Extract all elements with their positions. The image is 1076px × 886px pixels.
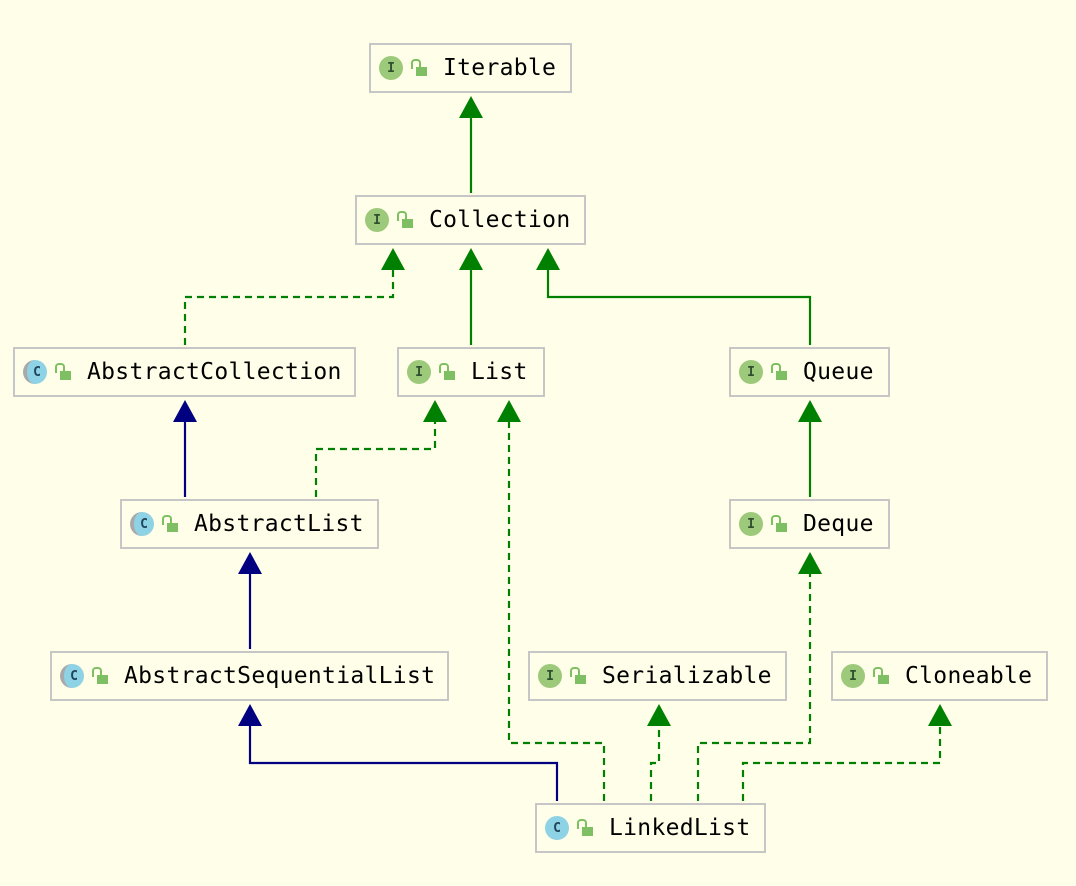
node-serializable[interactable]: I Serializable xyxy=(528,651,787,701)
node-list[interactable]: I List xyxy=(397,347,545,397)
arrowhead xyxy=(173,400,197,422)
node-label: AbstractList xyxy=(194,511,364,537)
arrowhead xyxy=(798,400,822,422)
public-lock-icon xyxy=(570,667,588,685)
edge-queue-to-collection xyxy=(546,266,812,345)
node-label: Collection xyxy=(429,207,571,233)
public-lock-icon xyxy=(577,819,595,837)
node-label: Cloneable xyxy=(905,663,1033,689)
interface-icon: I xyxy=(739,360,763,384)
node-label: LinkedList xyxy=(609,815,751,841)
public-lock-icon xyxy=(771,363,789,381)
node-label: List xyxy=(471,359,528,385)
class-icon: C xyxy=(545,816,569,840)
arrowhead xyxy=(497,400,521,422)
arrowhead xyxy=(647,704,671,726)
node-label: AbstractCollection xyxy=(87,359,342,385)
node-collection[interactable]: I Collection xyxy=(355,195,586,245)
node-linked-list[interactable]: C LinkedList xyxy=(535,803,766,853)
arrowhead xyxy=(238,552,262,574)
arrowhead xyxy=(798,552,822,574)
public-lock-icon xyxy=(55,363,73,381)
public-lock-icon xyxy=(439,363,457,381)
arrowhead xyxy=(381,248,405,270)
public-lock-icon xyxy=(771,515,789,533)
edge-linked_list-to-deque xyxy=(696,570,812,801)
arrowhead xyxy=(238,704,262,726)
node-abstract-sequential-list[interactable]: C AbstractSequentialList xyxy=(50,651,449,701)
node-label: Iterable xyxy=(443,55,557,81)
node-label: Queue xyxy=(803,359,874,385)
interface-icon: I xyxy=(379,56,403,80)
edge-abstract_collection-to-collection xyxy=(183,266,395,345)
edge-linked_list-to-cloneable xyxy=(741,722,942,801)
arrowhead xyxy=(459,96,483,118)
abstract-class-icon: C xyxy=(60,664,84,688)
node-queue[interactable]: I Queue xyxy=(729,347,890,397)
public-lock-icon xyxy=(92,667,110,685)
node-label: Serializable xyxy=(602,663,772,689)
interface-icon: I xyxy=(407,360,431,384)
node-abstract-collection[interactable]: C AbstractCollection xyxy=(13,347,356,397)
node-deque[interactable]: I Deque xyxy=(729,499,890,549)
edge-linked_list-to-abstract_sequential_list xyxy=(248,722,559,801)
interface-icon: I xyxy=(739,512,763,536)
public-lock-icon xyxy=(873,667,891,685)
public-lock-icon xyxy=(411,59,429,77)
node-label: AbstractSequentialList xyxy=(124,663,436,689)
interface-icon: I xyxy=(365,208,389,232)
abstract-class-icon: C xyxy=(130,512,154,536)
arrowhead xyxy=(536,248,560,270)
interface-icon: I xyxy=(538,664,562,688)
edge-linked_list-to-serializable xyxy=(649,722,661,801)
public-lock-icon xyxy=(162,515,180,533)
node-cloneable[interactable]: I Cloneable xyxy=(831,651,1048,701)
node-abstract-list[interactable]: C AbstractList xyxy=(120,499,379,549)
arrowhead xyxy=(459,248,483,270)
public-lock-icon xyxy=(397,211,415,229)
interface-icon: I xyxy=(841,664,865,688)
arrowhead xyxy=(423,400,447,422)
edge-abstract_list-to-list xyxy=(314,418,437,497)
node-label: Deque xyxy=(803,511,874,537)
arrowhead xyxy=(928,704,952,726)
abstract-class-icon: C xyxy=(23,360,47,384)
node-iterable[interactable]: I Iterable xyxy=(369,43,572,93)
edge-linked_list-to-list xyxy=(507,418,606,801)
